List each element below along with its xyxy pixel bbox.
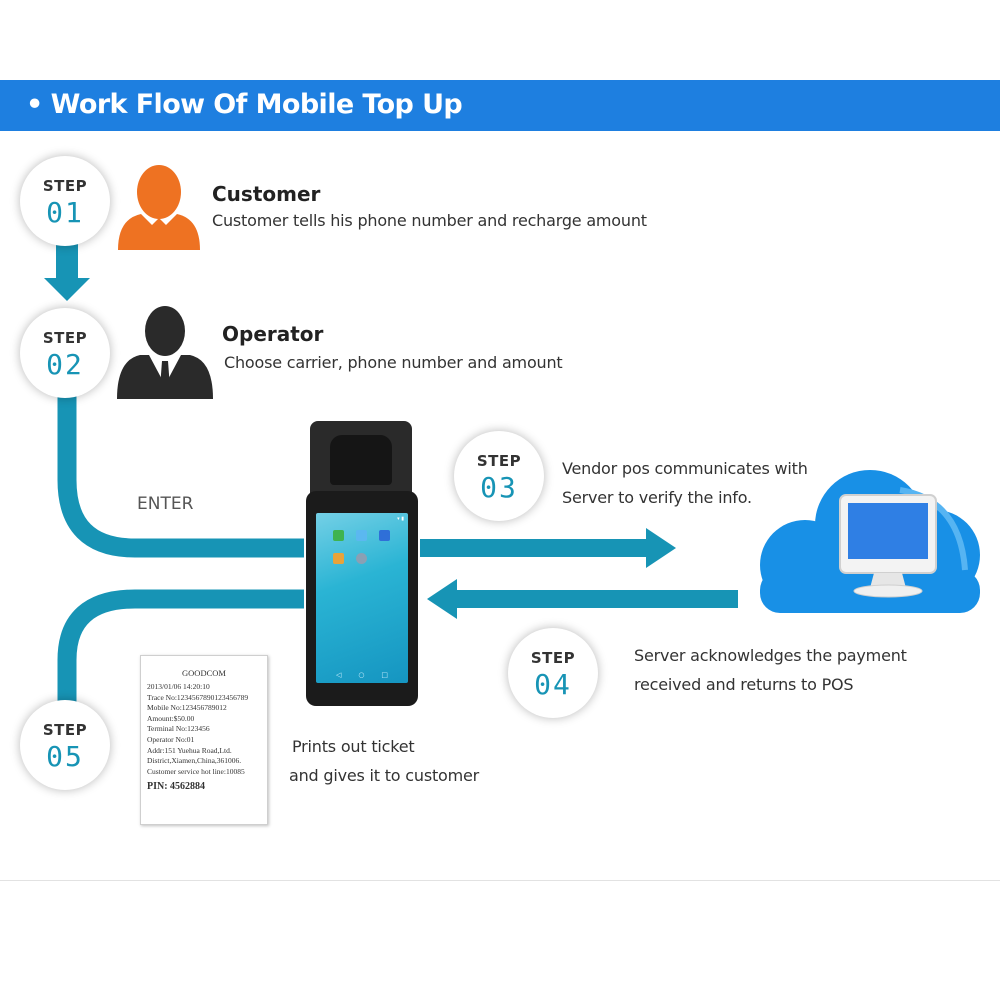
pos-printer-slot <box>330 435 392 485</box>
pos-screen: ▾ ▮ ◁ ○ □ <box>316 513 408 683</box>
path-step2-pos <box>57 382 304 558</box>
step-05-description-line-1: Prints out ticket <box>292 737 415 756</box>
pos-terminal-icon: ▾ ▮ ◁ ○ □ <box>306 421 418 706</box>
customer-icon <box>118 165 200 250</box>
receipt-header: GOODCOM <box>182 668 226 678</box>
arrow-step1-step2-shaft <box>56 235 78 283</box>
step-number: 05 <box>46 740 84 773</box>
camera-app-icon <box>379 530 390 541</box>
step-04-description-line-1: Server acknowledges the payment <box>634 646 907 665</box>
step-01-badge: STEP 01 <box>20 156 110 246</box>
step-label: STEP <box>476 452 522 470</box>
receipt-line: Terminal No:123456 <box>147 724 210 734</box>
receipt-line: Customer service hot line:10085 <box>147 766 245 776</box>
step-03-badge: STEP 03 <box>454 431 544 521</box>
enter-label: ENTER <box>137 494 194 514</box>
page-title: •Work Flow Of Mobile Top Up <box>26 88 463 122</box>
pos-body: ▾ ▮ ◁ ○ □ <box>306 491 418 706</box>
step-03-description-line-1: Vendor pos communicates with <box>562 459 808 478</box>
step-04-badge: STEP 04 <box>508 628 598 718</box>
step-label: STEP <box>530 649 576 667</box>
messages-app-icon <box>356 530 367 541</box>
bottom-divider <box>0 880 1000 881</box>
receipt-line: Amount:$50.00 <box>147 713 195 723</box>
title-bullet: • <box>26 89 43 120</box>
cloud-computer-icon <box>760 470 980 613</box>
receipt-line: Addr:151 Yuehua Road,Ltd. <box>147 745 232 755</box>
arrow-pos-server-shaft <box>420 539 648 557</box>
step-label: STEP <box>42 329 88 347</box>
step-number: 01 <box>46 196 84 229</box>
step-02-description: Choose carrier, phone number and amount <box>224 353 563 372</box>
step-02-heading: Operator <box>222 322 324 346</box>
pos-nav-bar: ◁ ○ □ <box>336 671 388 679</box>
title-text: Work Flow Of Mobile Top Up <box>50 89 463 120</box>
step-02-badge: STEP 02 <box>20 308 110 398</box>
receipt-pin: PIN: 4562884 <box>147 781 206 793</box>
arrow-pos-server-head <box>646 528 676 568</box>
operator-icon <box>117 306 213 399</box>
step-05-description-line-2: and gives it to customer <box>289 766 480 785</box>
pos-status-bar: ▾ ▮ <box>397 516 404 522</box>
step-number: 03 <box>480 471 518 504</box>
header-bar <box>0 80 1000 131</box>
back-icon: ◁ <box>336 671 342 679</box>
monitor-icon <box>839 494 937 598</box>
step-04-description-line-2: received and returns to POS <box>634 675 854 694</box>
receipt-line: District,Xiamen,China,361006. <box>147 756 242 766</box>
step-number: 04 <box>534 668 572 701</box>
step-03-description-line-2: Server to verify the info. <box>562 488 752 507</box>
phone-app-icon <box>333 530 344 541</box>
recents-icon: □ <box>381 671 388 679</box>
printed-receipt: GOODCOM 2013/01/06 14:20:10 Trace No:123… <box>140 655 268 825</box>
step-01-description: Customer tells his phone number and rech… <box>212 211 647 230</box>
step-number: 02 <box>46 348 84 381</box>
step-label: STEP <box>42 177 88 195</box>
arrow-server-pos-head <box>427 579 457 619</box>
step-label: STEP <box>42 721 88 739</box>
receipt-line: Trace No:1234567890123456789 <box>147 692 249 702</box>
files-app-icon <box>333 553 344 564</box>
arrow-step1-step2-head <box>44 278 90 301</box>
home-icon: ○ <box>358 671 365 679</box>
receipt-line: 2013/01/06 14:20:10 <box>147 682 210 691</box>
arrow-server-pos-shaft <box>455 590 738 608</box>
settings-app-icon <box>356 553 367 564</box>
path-pos-step5 <box>57 589 304 702</box>
step-05-badge: STEP 05 <box>20 700 110 790</box>
receipt-line: Operator No:01 <box>147 734 195 744</box>
step-01-heading: Customer <box>212 182 321 206</box>
receipt-line: Mobile No:123456789012 <box>147 703 227 713</box>
